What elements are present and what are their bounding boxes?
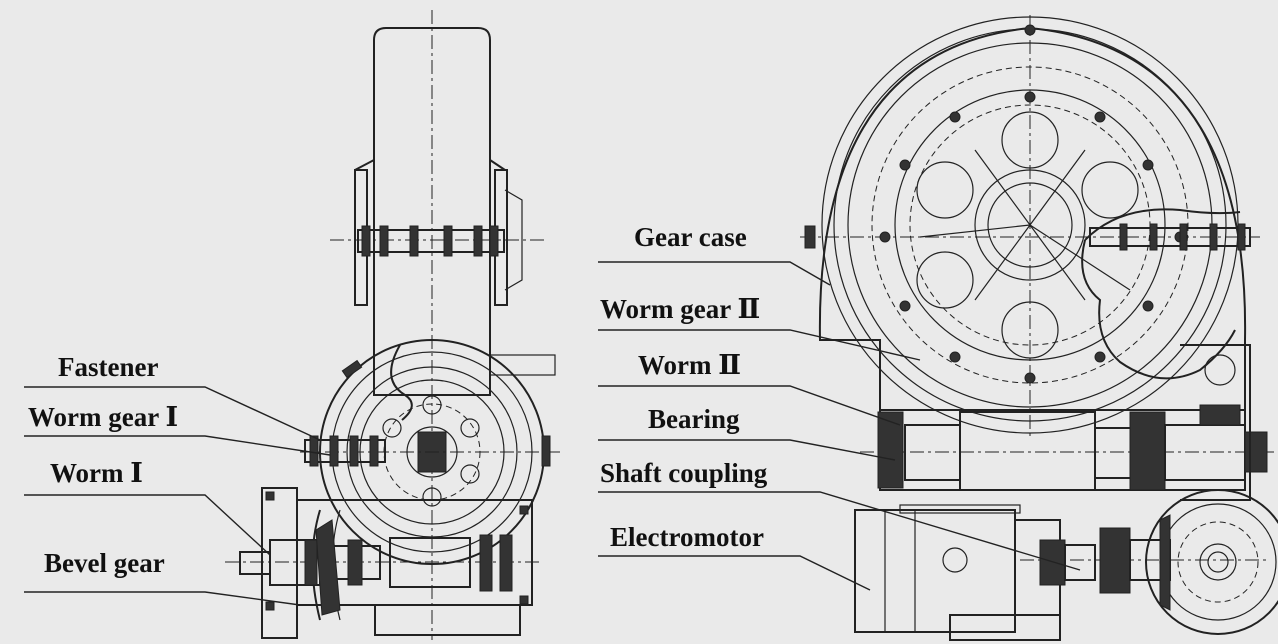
upper-flange-bolts xyxy=(361,225,499,257)
leader-lines xyxy=(24,261,1081,606)
fastener-bolts xyxy=(309,435,551,467)
label-fastener: Fastener xyxy=(58,352,159,382)
label-worm-1: Worm Ⅰ xyxy=(50,458,143,488)
label-bearing: Bearing xyxy=(648,404,740,434)
right-flange-bolts xyxy=(804,223,1246,251)
right-view-drawing xyxy=(800,15,1278,641)
label-worm-gear-1: Worm gear Ⅰ xyxy=(28,402,179,432)
gear-case-bolts xyxy=(879,24,1186,384)
label-shaft-coupling: Shaft coupling xyxy=(600,458,768,488)
label-electromotor: Electromotor xyxy=(610,522,764,552)
label-worm-gear-2: Worm gear Ⅱ xyxy=(600,294,761,324)
label-bevel-gear: Bevel gear xyxy=(44,548,165,578)
bevel-gear-bolts xyxy=(265,491,529,611)
label-gear-case: Gear case xyxy=(634,222,747,252)
left-view-drawing xyxy=(225,10,560,640)
label-worm-2: Worm Ⅱ xyxy=(638,350,741,380)
